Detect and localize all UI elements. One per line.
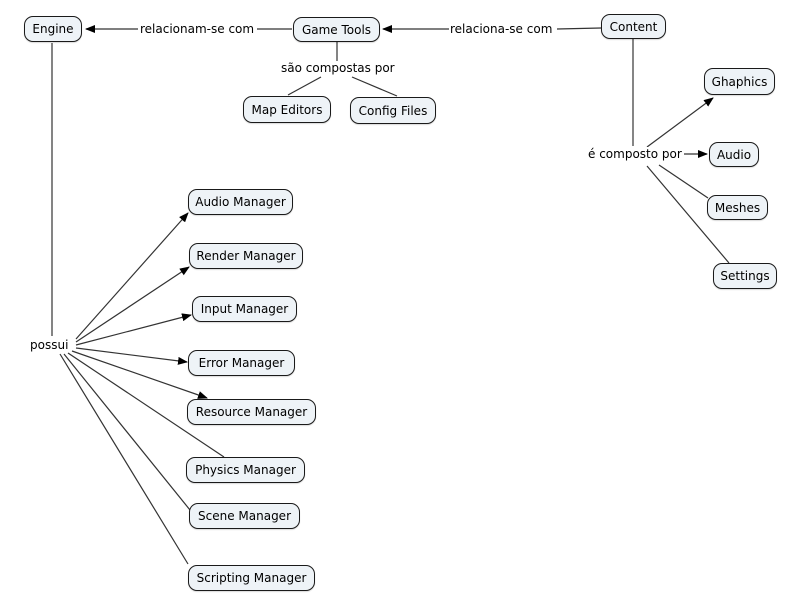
edge-possui-to-scriptingmanager bbox=[59, 353, 189, 565]
edge-possui-to-scenemanager bbox=[63, 353, 191, 511]
node-scripting-manager[interactable]: Scripting Manager bbox=[188, 565, 315, 591]
edge-possui-to-physicsmanager bbox=[67, 352, 225, 458]
link-label-sao-compostas-por[interactable]: são compostas por bbox=[281, 61, 395, 75]
edge-possui-to-errormanager bbox=[75, 347, 188, 365]
node-physics-manager[interactable]: Physics Manager bbox=[186, 457, 305, 483]
node-error-manager[interactable]: Error Manager bbox=[188, 350, 295, 376]
node-resource-manager[interactable]: Resource Manager bbox=[187, 399, 316, 425]
node-settings[interactable]: Settings bbox=[713, 263, 777, 289]
node-audio[interactable]: Audio bbox=[709, 142, 759, 167]
edge-label-to-content bbox=[556, 27, 602, 30]
edge-possui-to-rendermanager bbox=[75, 266, 190, 343]
link-label-e-composto-por[interactable]: é composto por bbox=[588, 147, 682, 161]
edge-sao-to-configfiles bbox=[351, 76, 398, 97]
edge-composto-to-meshes bbox=[658, 164, 709, 199]
node-engine[interactable]: Engine bbox=[24, 16, 82, 42]
edge-composto-to-settings bbox=[646, 165, 730, 264]
node-config-files[interactable]: Config Files bbox=[350, 97, 436, 124]
node-input-manager[interactable]: Input Manager bbox=[192, 296, 297, 322]
edge-possui-to-audiomanager bbox=[75, 212, 189, 340]
node-game-tools[interactable]: Game Tools bbox=[293, 17, 380, 42]
node-render-manager[interactable]: Render Manager bbox=[189, 243, 303, 269]
link-label-possui[interactable]: possui bbox=[30, 338, 69, 352]
edge-composto-to-ghaphics bbox=[646, 97, 714, 148]
node-audio-manager[interactable]: Audio Manager bbox=[188, 189, 293, 215]
node-scene-manager[interactable]: Scene Manager bbox=[189, 503, 300, 529]
node-map-editors[interactable]: Map Editors bbox=[243, 96, 331, 123]
node-meshes[interactable]: Meshes bbox=[707, 195, 768, 220]
edge-possui-to-resourcemanager bbox=[71, 350, 208, 399]
edge-possui-to-inputmanager bbox=[75, 313, 192, 346]
link-label-relaciona-se-com[interactable]: relaciona-se com bbox=[450, 22, 553, 36]
node-ghaphics[interactable]: Ghaphics bbox=[704, 68, 775, 95]
edge-sao-to-mapeditors bbox=[287, 76, 322, 96]
node-content[interactable]: Content bbox=[601, 14, 666, 39]
link-label-relacionam-se-com[interactable]: relacionam-se com bbox=[140, 22, 255, 36]
